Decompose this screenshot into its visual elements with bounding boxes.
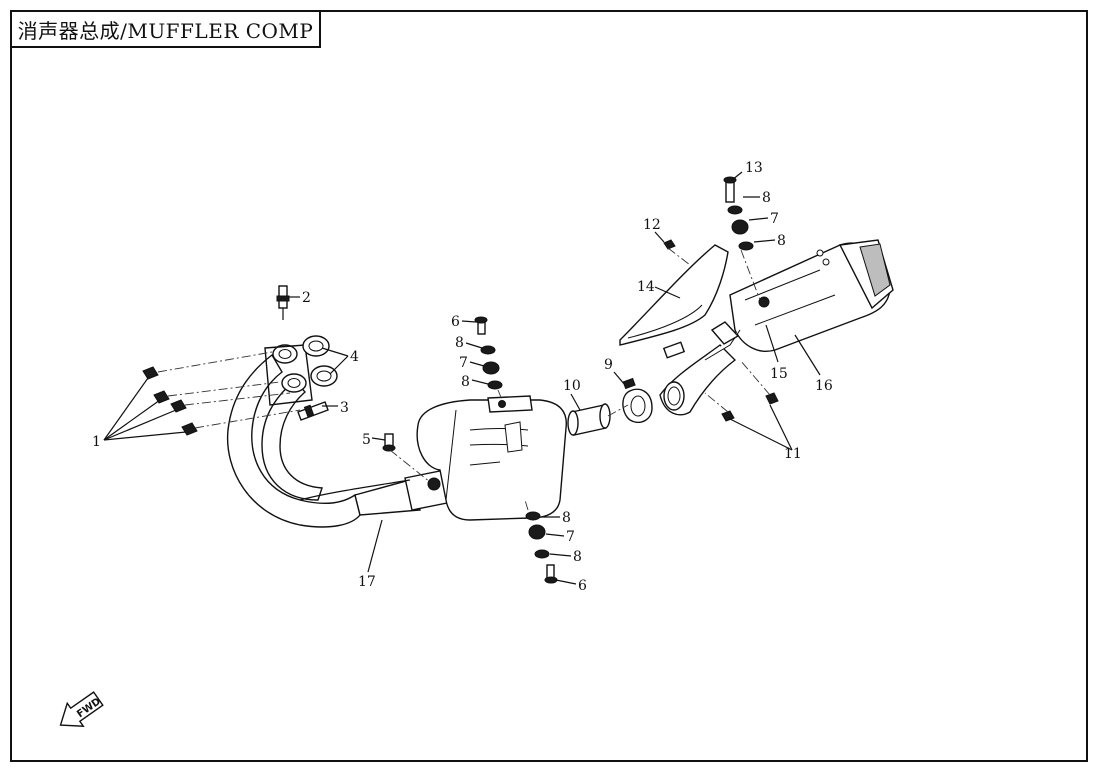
callout-9: 9 (604, 357, 613, 373)
callout-8-silencer-a: 8 (762, 190, 771, 206)
callout-3: 3 (340, 400, 349, 416)
connecting-gasket (567, 403, 611, 436)
callout-4: 4 (350, 349, 359, 365)
callout-2: 2 (302, 290, 311, 306)
page-title: 消声器总成/MUFFLER COMP (10, 10, 321, 48)
callout-8-upper-b: 8 (461, 374, 470, 390)
callout-8-lower-a: 8 (562, 510, 571, 526)
drawing-frame (10, 10, 1088, 762)
callout-10: 10 (563, 378, 581, 394)
leader-lines (103, 171, 821, 585)
callout-7-upper: 7 (459, 355, 468, 371)
silencer-mount-stack (723, 176, 754, 251)
muffler-body (416, 395, 567, 521)
oxygen-sensor-upper (276, 285, 290, 320)
oxygen-sensor-lower (297, 401, 329, 421)
callout-6-lower: 6 (578, 578, 587, 594)
exhaust-clamp (622, 377, 653, 424)
callout-8-silencer-b: 8 (777, 233, 786, 249)
fwd-direction-arrow: FWD (59, 691, 104, 727)
callout-16: 16 (815, 378, 833, 394)
callout-6-upper: 6 (451, 314, 460, 330)
heat-shield-nut (663, 239, 676, 250)
callout-labels: 1 2 3 4 5 6 8 7 8 8 7 8 6 9 10 11 12 13 … (92, 160, 833, 594)
callout-8-upper-a: 8 (455, 335, 464, 351)
callout-17: 17 (358, 574, 376, 590)
callout-1: 1 (92, 434, 101, 450)
lower-mount-stack (525, 511, 558, 584)
silencer-muffler (659, 239, 894, 416)
flange-nuts (142, 366, 198, 436)
upper-mount-stack (474, 316, 503, 390)
callout-13: 13 (745, 160, 763, 176)
callout-11: 11 (784, 446, 802, 462)
callout-7-silencer: 7 (770, 211, 779, 227)
callout-15: 15 (770, 366, 788, 382)
exhaust-gaskets (302, 335, 338, 387)
callout-14: 14 (637, 279, 655, 295)
callout-8-lower-b: 8 (573, 549, 582, 565)
muffler-bolt (382, 433, 396, 452)
clamp-screws (721, 392, 779, 422)
callout-12: 12 (643, 217, 661, 233)
callout-7-lower: 7 (566, 529, 575, 545)
callout-5: 5 (362, 432, 371, 448)
assembly-center-lines (157, 247, 771, 511)
